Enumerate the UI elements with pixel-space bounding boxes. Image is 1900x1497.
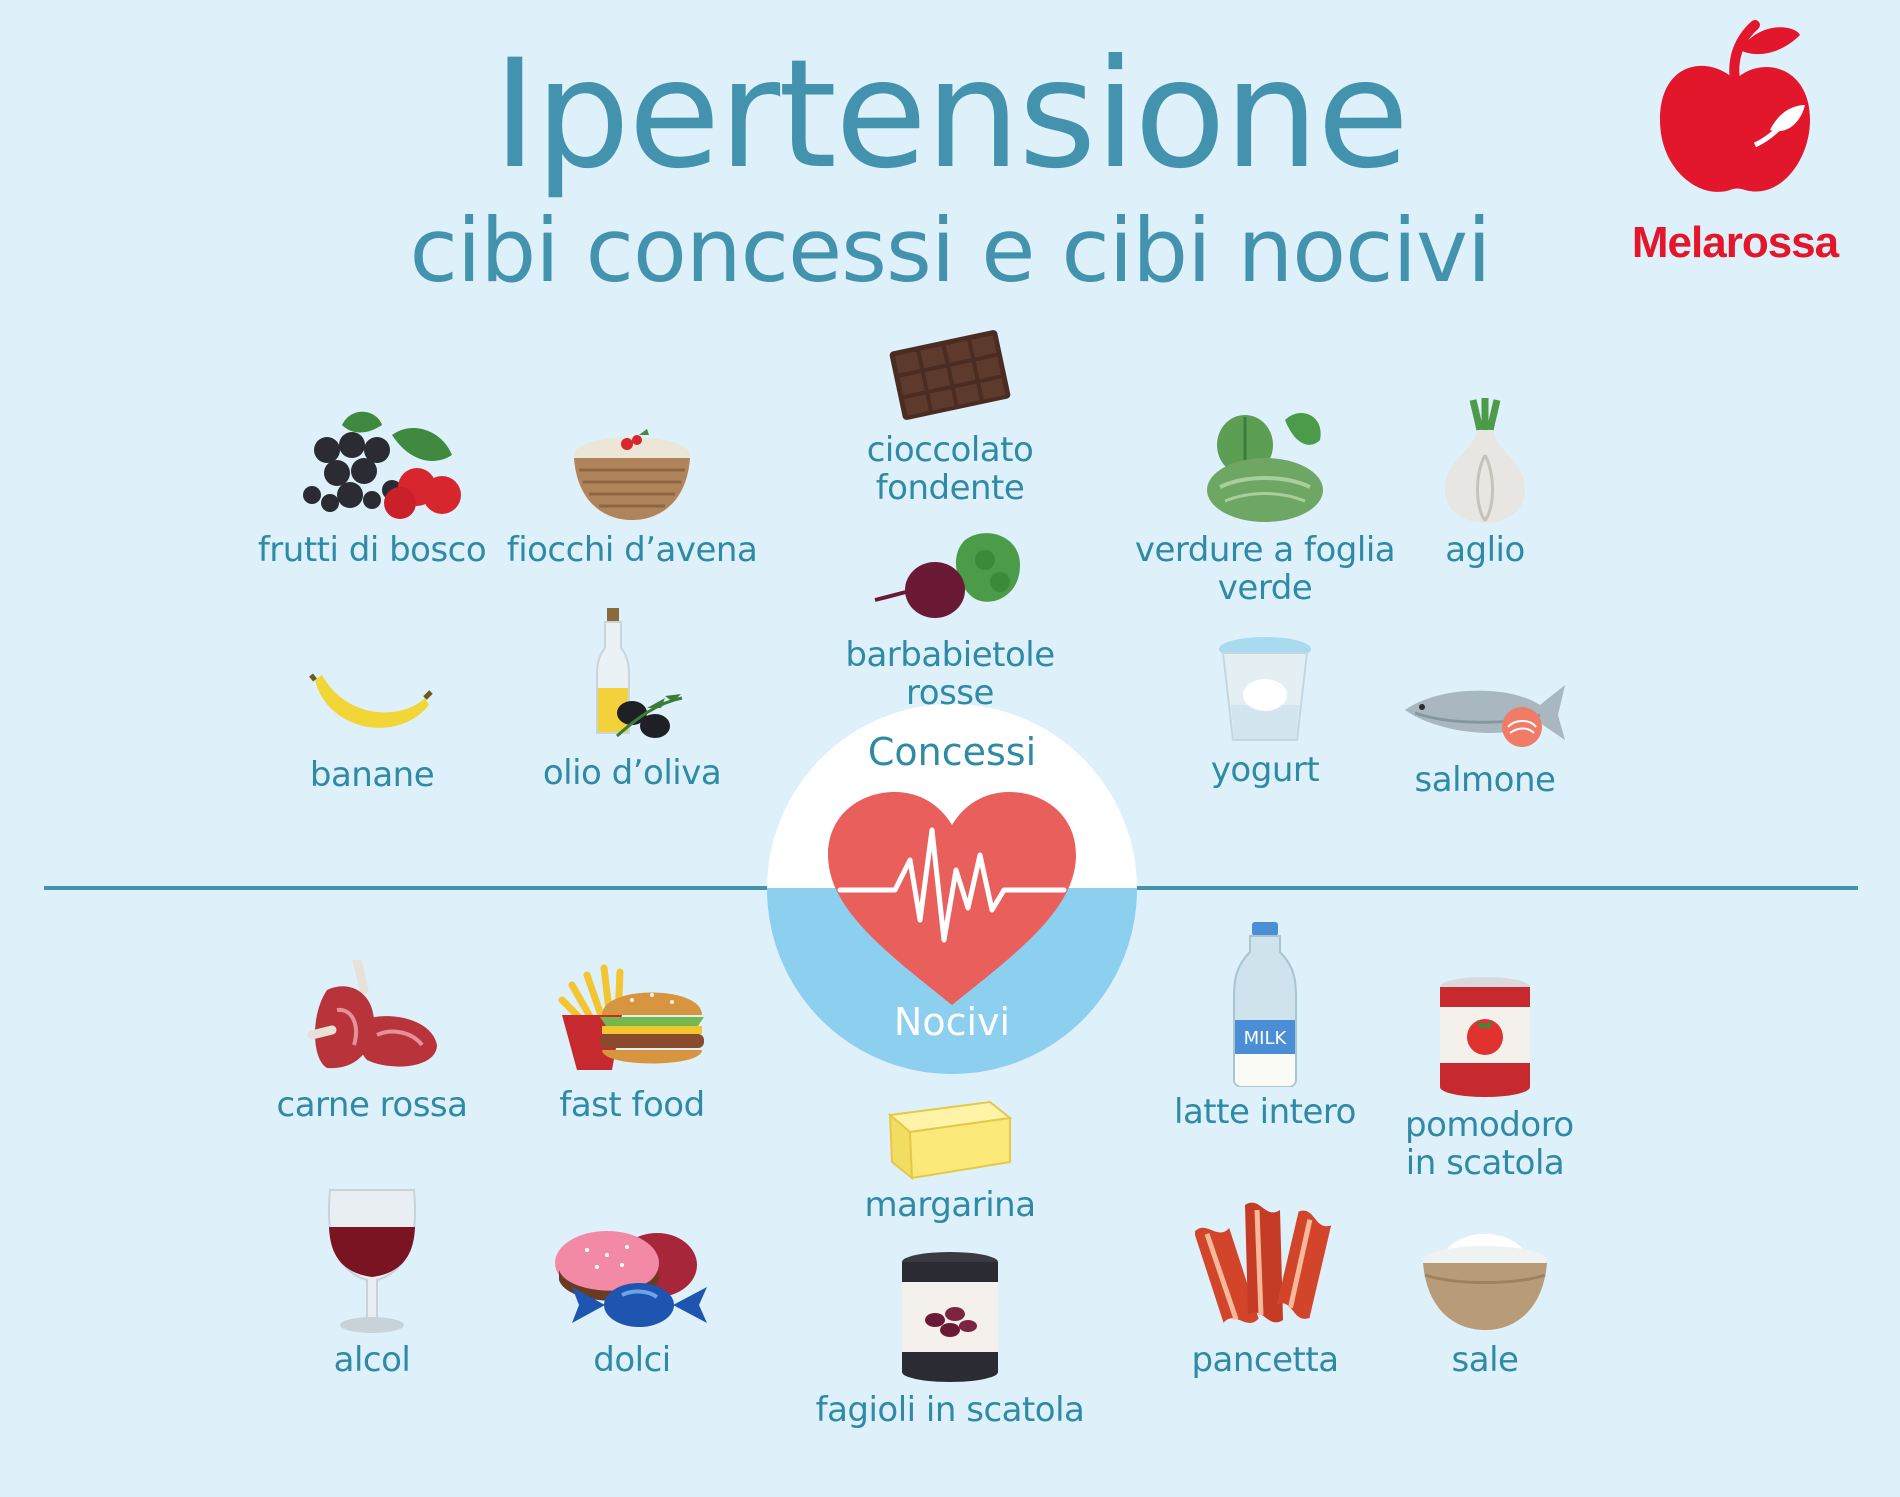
milk-bottle-icon: MILK [1233,922,1297,1087]
food-label: cioccolato fondente [866,430,1034,508]
food-label: latte intero [1174,1092,1356,1132]
food-oats: fiocchi d’avena [502,420,762,569]
food-label: fagioli in scatola [815,1390,1085,1430]
chocolate-bar-icon [889,330,1011,420]
food-garlic: aglio [1400,395,1570,569]
food-label: carne rossa [276,1085,468,1125]
page-title: Ipertensione [492,28,1410,202]
food-label: aglio [1445,530,1525,570]
burger-fries-icon [558,964,704,1070]
food-sweets: dolci [502,1225,762,1379]
salt-bowl-icon [1423,1233,1547,1330]
food-label: dolci [593,1340,671,1380]
food-banana: banane [242,670,502,794]
food-fast-food: fast food [502,960,762,1124]
candy-icon [555,1231,707,1327]
page-subtitle: cibi concessi e cibi nocivi [409,199,1492,302]
olive-oil-icon [596,608,683,738]
food-label: banane [309,755,435,795]
leafy-greens-icon [1207,412,1323,522]
food-yogurt: yogurt [1130,635,1400,789]
brand-logo: Melarossa [1620,10,1850,270]
banana-icon [309,673,433,728]
food-label: barbabietole rosse [845,635,1055,713]
milk-label-text: MILK [1244,1028,1288,1049]
food-label: frutti di bosco [257,530,487,570]
food-label: margarina [864,1185,1036,1225]
food-margarine: margarina [800,1090,1100,1224]
red-meat-icon [307,960,437,1069]
allowed-section-label: Concessi [867,730,1037,774]
yogurt-cup-icon [1219,637,1311,741]
food-label: sale [1451,1340,1519,1380]
tomato-can-icon [1440,977,1530,1097]
food-olive-oil: olio d’oliva [502,608,762,792]
food-label: fiocchi d’avena [506,530,758,570]
apple-logo-icon [1660,20,1810,192]
bean-can-icon [902,1252,998,1382]
food-label: pomodoro in scatola [1405,1105,1574,1183]
food-label: pancetta [1191,1340,1339,1380]
heartbeat-icon [820,790,1084,1010]
food-red-meat: carne rossa [242,960,502,1124]
food-canned-tomato: pomodoro in scatola [1400,975,1574,1183]
garlic-icon [1445,398,1525,523]
food-alcohol: alcol [242,1185,502,1379]
margarine-icon [887,1100,1013,1180]
food-canned-beans: fagioli in scatola [800,1250,1100,1429]
salmon-icon [1405,685,1565,747]
food-label: salmone [1414,760,1556,800]
brand-name: Melarossa [1631,218,1839,267]
wine-glass-icon [327,1189,417,1333]
oat-bowl-icon [574,429,690,520]
food-berries: frutti di bosco [242,395,502,569]
food-label: fast food [559,1085,705,1125]
food-bacon: pancetta [1130,1195,1400,1379]
berries-icon [303,411,461,519]
bacon-icon [1195,1202,1332,1323]
food-chocolate: cioccolato fondente [800,325,1100,507]
harmful-section-label: Nocivi [893,1000,1011,1044]
food-label: verdure a foglia verde [1134,530,1396,608]
food-label: yogurt [1210,750,1320,790]
food-salt: sale [1400,1225,1570,1379]
food-label: olio d’oliva [542,753,722,793]
food-label: alcol [333,1340,411,1380]
food-whole-milk: MILK latte intero [1130,922,1400,1131]
food-beets: barbabietole rosse [800,520,1100,712]
food-greens: verdure a foglia verde [1130,405,1400,607]
beetroot-icon [874,533,1020,618]
food-salmon: salmone [1400,675,1570,799]
